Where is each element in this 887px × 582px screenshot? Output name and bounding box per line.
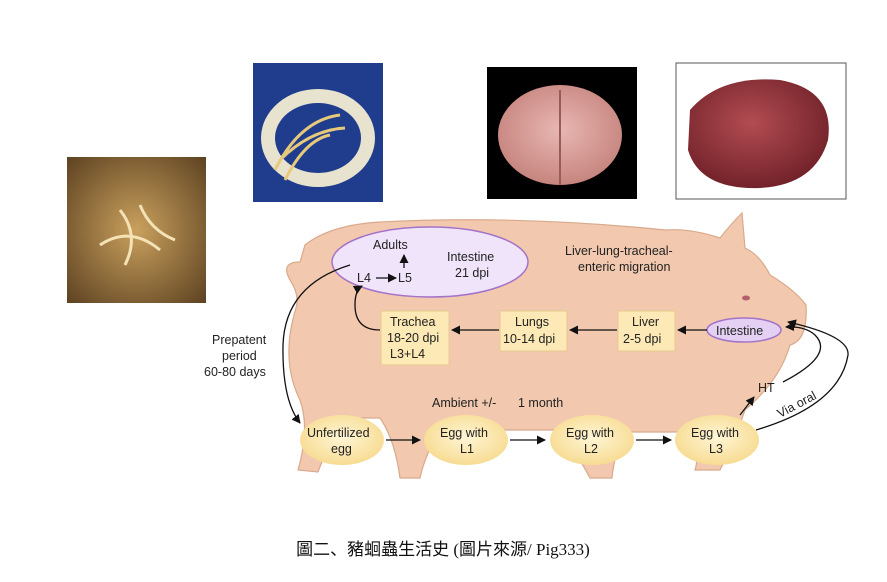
svg-text:18-20 dpi: 18-20 dpi [387,331,439,345]
prepatent-label-3: 60-80 days [204,365,266,379]
l5-label: L5 [398,271,412,285]
photo-intestine-worms [253,63,383,202]
svg-text:Egg with: Egg with [440,426,488,440]
svg-text:L3+L4: L3+L4 [390,347,425,361]
svg-text:Intestine: Intestine [716,324,763,338]
arrow-trachea-l4 [352,285,381,331]
egg-with-l2: Egg with L2 [550,415,634,465]
svg-text:L2: L2 [584,442,598,456]
ambient-label-1: Ambient +/- [432,396,496,410]
migration-label-2: enteric migration [578,260,670,274]
figure-caption: 圖二、豬蛔蟲生活史 (圖片來源/ Pig333) [296,540,590,559]
svg-text:L1: L1 [460,442,474,456]
svg-text:Egg with: Egg with [691,426,739,440]
photo-liver [675,62,847,200]
arrow-l3-ht [739,396,755,416]
egg-with-l3: Egg with L3 [675,415,759,465]
lungs-box: Lungs 10-14 dpi [499,310,568,352]
svg-text:2-5 dpi: 2-5 dpi [623,332,661,346]
svg-text:Liver: Liver [632,315,659,329]
svg-text:10-14 dpi: 10-14 dpi [503,332,555,346]
arrow-adults-unfertilized [282,264,351,424]
trachea-box: Trachea 18-20 dpi L3+L4 [380,310,450,366]
egg-with-l1: Egg with L1 [424,415,508,465]
intestine-top-dpi: 21 dpi [455,266,489,280]
photo-lungs [487,67,637,199]
prepatent-label-2: period [222,349,257,363]
arrow-ht-intestine [782,322,821,383]
intestine-top-label: Intestine [447,250,494,264]
prepatent-label-1: Prepatent [212,333,267,347]
arrow-via-oral-intestine [755,319,849,431]
intestine-right-oval: Intestine [706,317,782,343]
svg-text:egg: egg [331,442,352,456]
svg-text:Trachea: Trachea [390,315,435,329]
intestine-adults-oval [331,226,529,298]
photo-feces-worms [67,157,206,303]
liver-box: Liver 2-5 dpi [617,310,676,352]
svg-text:Egg with: Egg with [566,426,614,440]
adults-label: Adults [373,238,408,252]
migration-label-1: Liver-lung-tracheal- [565,244,673,258]
svg-text:Lungs: Lungs [515,315,549,329]
ht-label: HT [758,381,775,395]
svg-text:L3: L3 [709,442,723,456]
svg-text:Unfertilized: Unfertilized [307,426,370,440]
unfertilized-egg: Unfertilized egg [300,415,384,465]
ambient-label-2: 1 month [518,396,563,410]
l4-label: L4 [357,271,371,285]
